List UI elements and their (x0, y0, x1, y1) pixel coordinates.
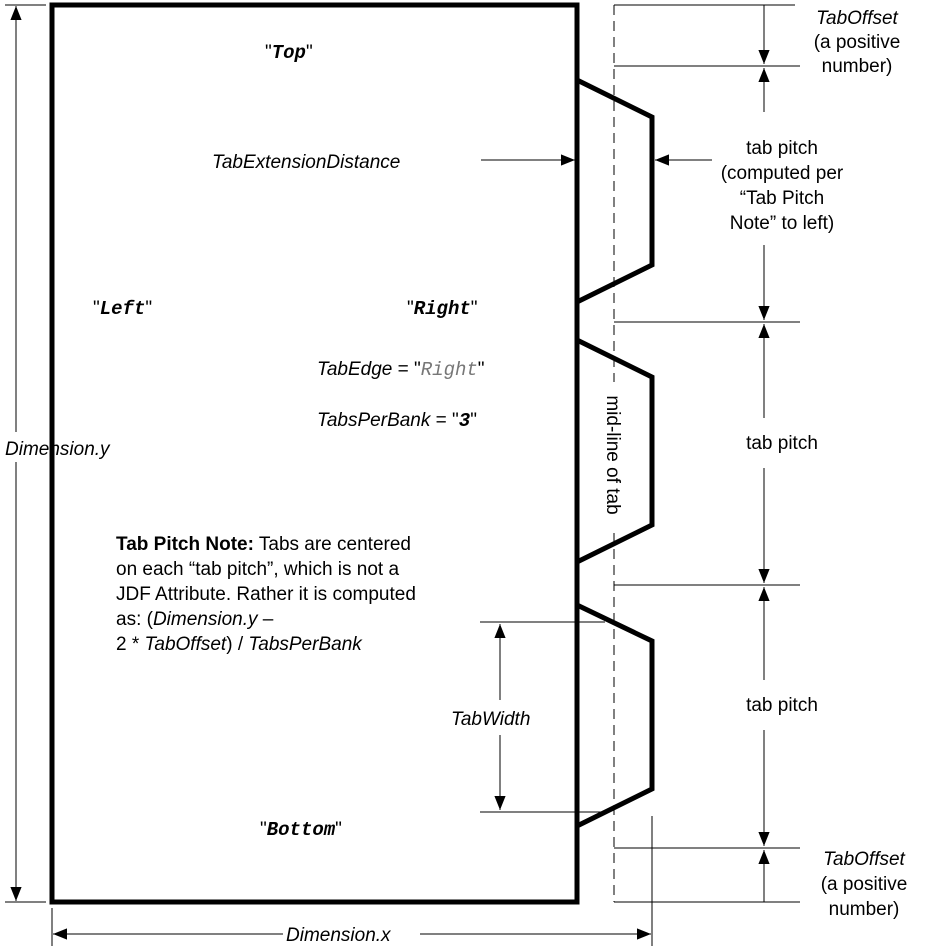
svg-text:number): number) (822, 56, 893, 77)
svg-text:as: (Dimension.y –: as: (Dimension.y – (116, 609, 274, 630)
edge-label-top: "Top" (265, 42, 313, 64)
midline-label: mid-line of tab (602, 395, 623, 514)
svg-text:number): number) (829, 899, 900, 920)
sheet-outline (49, 2, 580, 905)
tab-pitch-2-label: tab pitch (746, 433, 818, 454)
svg-text:Note” to left): Note” to left) (730, 213, 835, 234)
svg-text:JDF Attribute. Rather it is co: JDF Attribute. Rather it is computed (116, 584, 416, 605)
svg-text:on each “tab pitch”, which is: on each “tab pitch”, which is not a (116, 559, 399, 580)
svg-text:2 * TabOffset) / TabsPerBank: 2 * TabOffset) / TabsPerBank (116, 634, 363, 655)
edge-label-left: "Left" (93, 298, 152, 320)
svg-text:TabOffset: TabOffset (823, 849, 905, 870)
tab-offset-bottom-label: TabOffset (a positive number) (821, 849, 908, 920)
tab-extension-distance-label: TabExtensionDistance (212, 152, 400, 173)
tab-width-label: TabWidth (451, 709, 530, 730)
tab-pitch-1-label: tab pitch (computed per “Tab Pitch Note”… (721, 138, 844, 234)
svg-text:Tab Pitch Note: Tabs are cente: Tab Pitch Note: Tabs are centered (116, 534, 411, 555)
tab-pitch-note: Tab Pitch Note: Tabs are centered on eac… (116, 534, 416, 655)
svg-text:(computed per: (computed per (721, 163, 844, 184)
tab-edge-attribute: TabEdge = "Right" (317, 359, 485, 381)
midline-label-background (603, 382, 625, 532)
tab-offset-top-label: TabOffset (a positive number) (814, 8, 901, 77)
edge-label-bottom: "Bottom" (260, 819, 342, 841)
svg-text:(a positive: (a positive (814, 32, 901, 53)
dimension-x-label: Dimension.x (286, 925, 392, 946)
tab-pitch-3-label: tab pitch (746, 695, 818, 716)
dimension-y-label: Dimension.y (5, 439, 111, 460)
svg-text:“Tab Pitch: “Tab Pitch (740, 188, 824, 209)
svg-text:TabOffset: TabOffset (816, 8, 898, 29)
svg-text:(a positive: (a positive (821, 874, 908, 895)
edge-label-right: "Right" (407, 298, 478, 320)
svg-text:tab pitch: tab pitch (746, 138, 818, 159)
tabs-per-bank-attribute: TabsPerBank = "3" (317, 410, 477, 432)
